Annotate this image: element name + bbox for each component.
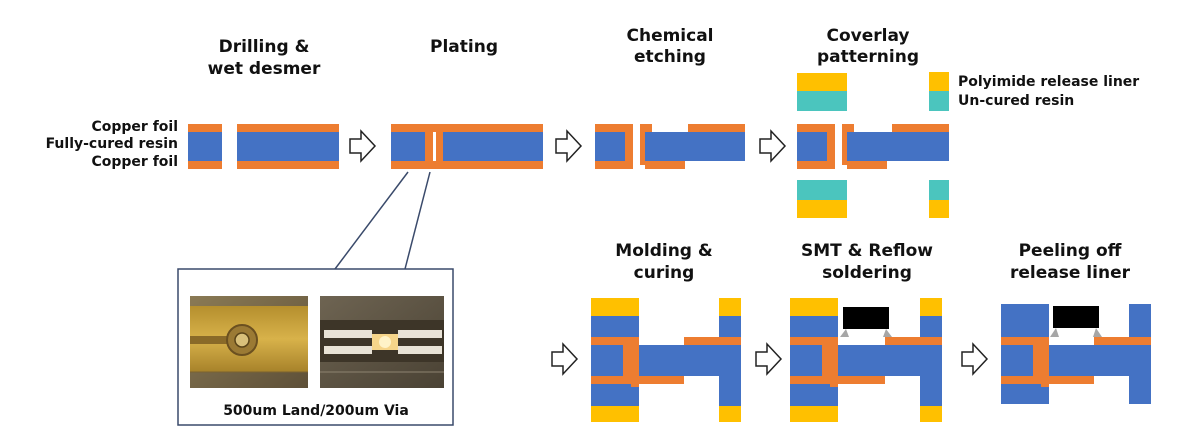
step-title-line: Plating <box>430 37 498 57</box>
step-title-line: wet desmer <box>208 59 321 79</box>
step-title-line: Drilling & <box>219 37 310 57</box>
step-title-line: Coverlay <box>826 26 909 46</box>
stack-coverlay <box>797 73 949 218</box>
micrograph-callout: 500um Land/200um Via <box>177 171 454 426</box>
layer-labels: Copper foil Fully-cured resin Copper foi… <box>46 119 178 170</box>
solder-joint <box>840 329 849 337</box>
legend-label-uncured: Un-cured resin <box>958 93 1074 109</box>
step-title-line: Peeling off <box>1019 241 1122 261</box>
micrograph-via-icon <box>320 296 444 388</box>
smt-component <box>843 307 889 329</box>
step-title-line: etching <box>634 47 706 67</box>
layer-label-resin: Fully-cured resin <box>46 136 178 152</box>
step-title-coverlay: Coverlay patterning <box>817 26 919 67</box>
smt-component <box>1053 306 1099 328</box>
micrograph-land-icon <box>190 296 308 388</box>
legend-label-liner: Polyimide release liner <box>958 74 1139 90</box>
process-arrow-icon <box>961 342 989 376</box>
step-title-line: Molding & <box>615 241 713 261</box>
stack-plating <box>391 124 543 169</box>
stack-drilling <box>188 124 339 169</box>
process-arrows <box>349 129 989 376</box>
step-title-etching: Chemical etching <box>626 26 713 67</box>
layer-label-copper-top: Copper foil <box>91 119 178 135</box>
process-arrow-icon <box>755 342 783 376</box>
process-arrow-icon <box>759 129 787 163</box>
process-arrow-icon <box>555 129 583 163</box>
step-title-line: curing <box>634 263 695 283</box>
solder-joint <box>883 329 892 337</box>
step-title-line: release liner <box>1010 263 1131 283</box>
step-title-peeling: Peeling off release liner <box>1010 241 1131 283</box>
step-title-drilling: Drilling & wet desmer <box>208 37 321 79</box>
stack-peeling <box>1001 304 1151 404</box>
stack-smt <box>790 298 942 422</box>
step-title-line: patterning <box>817 47 919 67</box>
process-arrow-icon <box>349 129 377 163</box>
stack-etching <box>595 124 745 169</box>
photo-caption: 500um Land/200um Via <box>223 403 409 419</box>
process-arrow-icon <box>551 342 579 376</box>
stack-molding <box>591 298 741 422</box>
solder-joint <box>1093 328 1102 337</box>
layer-label-copper-bottom: Copper foil <box>91 154 178 170</box>
step-title-smt: SMT & Reflow soldering <box>801 241 933 283</box>
step-title-line: Chemical <box>626 26 713 46</box>
solder-joint <box>1050 328 1059 337</box>
step-title-line: SMT & Reflow <box>801 241 933 261</box>
step-title-molding: Molding & curing <box>615 241 713 283</box>
step-title-plating: Plating <box>430 37 498 57</box>
legend: Polyimide release liner Un-cured resin <box>929 72 1139 109</box>
step-title-line: soldering <box>822 263 912 283</box>
